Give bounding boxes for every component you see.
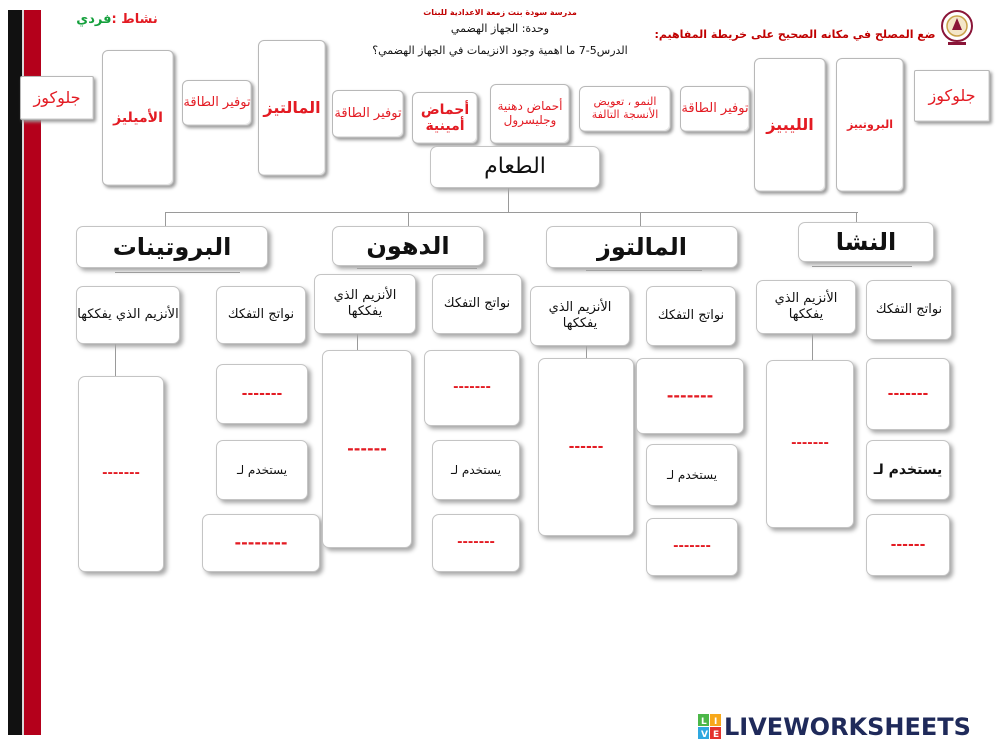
starch-used-label: يستخدم لـ: [866, 440, 950, 500]
proteins-enzyme-label: الأنزيم الذي يفككها: [76, 286, 180, 344]
connector-proteins-enzyme: [115, 340, 116, 380]
activity-type: فردي: [76, 12, 112, 27]
connector-fats-enzyme: [357, 333, 358, 353]
term-maltase[interactable]: المالتيز: [258, 40, 326, 176]
term-amino-acids[interactable]: أحماض أمينية: [412, 92, 478, 144]
svg-text:E: E: [713, 730, 719, 740]
proteins-used-blank[interactable]: --------: [202, 514, 320, 572]
liveworksheets-logo-text: LIVEWORKSHEETS: [724, 713, 971, 741]
term-protease[interactable]: البروتييز: [836, 58, 904, 192]
liveworksheets-logo-icon: L I V E: [698, 714, 722, 740]
starch-products-blank[interactable]: -------: [866, 358, 950, 430]
fats-products-blank[interactable]: -------: [424, 350, 520, 426]
starch-enzyme-label: الأنزيم الذي يفككها: [756, 280, 856, 334]
connector-starch-split: [812, 266, 912, 267]
fats-used-label: يستخدم لـ: [432, 440, 520, 500]
left-black-bar: [8, 10, 22, 735]
starch-used-blank[interactable]: ------: [866, 514, 950, 576]
school-name: مدرسة سودة بنت زمعة الاعدادية للبنات: [423, 8, 577, 17]
maltose-enzyme-blank[interactable]: ------: [538, 358, 634, 536]
connector-proteins: [165, 212, 166, 232]
svg-text:V: V: [701, 730, 708, 740]
proteins-products-blank[interactable]: -------: [216, 364, 308, 424]
left-gray-stripe: [22, 10, 24, 735]
term-energy-1[interactable]: توفير الطاقة: [182, 80, 252, 126]
category-proteins: البروتينات: [76, 226, 268, 268]
maltose-used-label: يستخدم لـ: [646, 444, 738, 506]
ministry-logo: [940, 8, 974, 48]
connector-proteins-split: [115, 272, 240, 273]
lesson-title: الدرس5-7 ما اهمية وجود الانزيمات في الجه…: [372, 44, 628, 57]
unit-title: وحدة: الجهاز الهضمي: [450, 22, 550, 35]
proteins-products-label: نواتج التفكك: [216, 286, 306, 344]
fats-enzyme-blank[interactable]: ------: [322, 350, 412, 548]
proteins-enzyme-blank[interactable]: -------: [78, 376, 164, 572]
maltose-used-blank[interactable]: -------: [646, 518, 738, 576]
instruction-text: ضع المصلح في مكانه الصحيح على خريطة المف…: [654, 28, 936, 41]
connector-fats-split: [357, 268, 477, 269]
connector-starch-enzyme: [812, 332, 813, 362]
term-fatty-acids[interactable]: أحماض دهنية وجليسرول: [490, 84, 570, 144]
fats-enzyme-label: الأنزيم الذي يفككها: [314, 274, 416, 334]
category-starch: النشا: [798, 222, 934, 262]
root-food: الطعام: [430, 146, 600, 188]
left-red-bar: [24, 10, 41, 735]
starch-products-label: نواتج التفكك: [866, 280, 952, 340]
term-amylase[interactable]: الأميليز: [102, 50, 174, 186]
svg-text:L: L: [701, 717, 707, 727]
activity-prefix: نشاط :: [111, 12, 158, 27]
connector-fats: [408, 212, 409, 232]
proteins-used-label: يستخدم لـ: [216, 440, 308, 500]
maltose-products-blank[interactable]: -------: [636, 358, 744, 434]
category-fats: الدهون: [332, 226, 484, 266]
fats-used-blank[interactable]: -------: [432, 514, 520, 572]
starch-enzyme-blank[interactable]: -------: [766, 360, 854, 528]
term-energy-3[interactable]: توفير الطاقة: [680, 86, 750, 132]
connector-maltose-enzyme: [586, 342, 587, 362]
fats-products-label: نواتج التفكك: [432, 274, 522, 334]
term-growth[interactable]: النمو ، تعويض الأنسجة التالفة: [579, 86, 671, 132]
connector-root-down: [508, 188, 509, 212]
connector-maltose: [640, 212, 641, 232]
connector-horizontal-main: [165, 212, 858, 213]
svg-text:I: I: [714, 717, 717, 727]
maltose-enzyme-label: الأنزيم الذي يفككها: [530, 286, 630, 346]
term-energy-2[interactable]: توفير الطاقة: [332, 90, 404, 138]
connector-maltose-split: [586, 270, 702, 271]
term-glucose-left[interactable]: جلوكوز: [20, 76, 94, 120]
term-glucose-right[interactable]: جلوكوز: [914, 70, 990, 122]
term-lipase[interactable]: الليبيز: [754, 58, 826, 192]
activity-label: نشاط :فردي: [62, 12, 172, 27]
maltose-products-label: نواتج التفكك: [646, 286, 736, 346]
category-maltose: المالتوز: [546, 226, 738, 268]
